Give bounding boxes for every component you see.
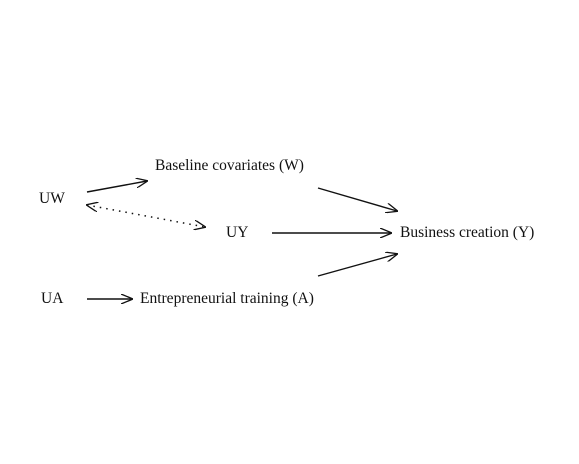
edge-a-to-y: [317, 254, 397, 277]
node-business-creation: Business creation (Y): [400, 224, 535, 241]
node-entrepreneurial-training: Entrepreneurial training (A): [140, 290, 314, 307]
node-ua: UA: [41, 290, 64, 307]
node-uw: UW: [39, 190, 65, 207]
edge-w-to-y: [317, 187, 397, 211]
node-uy: UY: [226, 224, 249, 241]
node-baseline-covariates: Baseline covariates (W): [155, 157, 304, 174]
edge-uw-uy-dotted: [87, 205, 205, 227]
edge-uw-to-w: [86, 181, 147, 193]
